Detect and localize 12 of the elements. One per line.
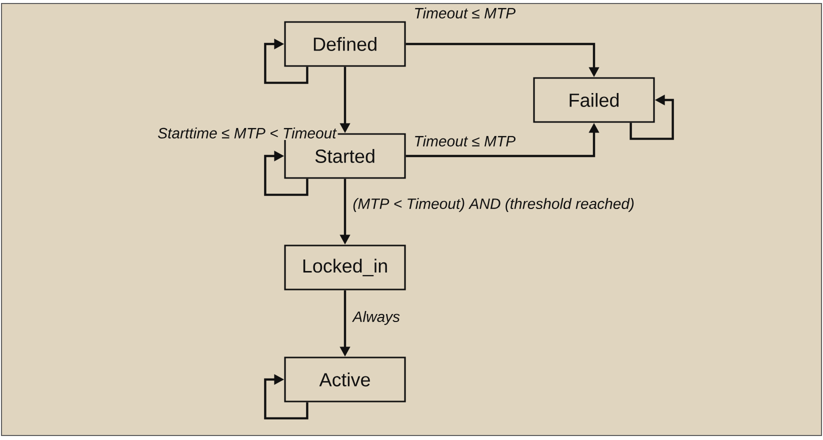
arrow	[264, 374, 308, 420]
state-box: Failed	[533, 77, 655, 123]
state-box: Locked_in	[284, 244, 406, 290]
state-box: Active	[284, 356, 406, 402]
edge-label: Timeout ≤ MTP	[412, 134, 518, 148]
state-box: Defined	[284, 21, 406, 67]
edge-label: Starttime ≤ MTP < Timeout	[156, 126, 338, 140]
arrow	[264, 150, 308, 196]
arrow	[264, 38, 308, 84]
edge-label: Timeout ≤ MTP	[412, 6, 518, 20]
edge-label: (MTP < Timeout) AND (threshold reached)	[351, 196, 636, 214]
edge-label: Always	[351, 310, 402, 326]
